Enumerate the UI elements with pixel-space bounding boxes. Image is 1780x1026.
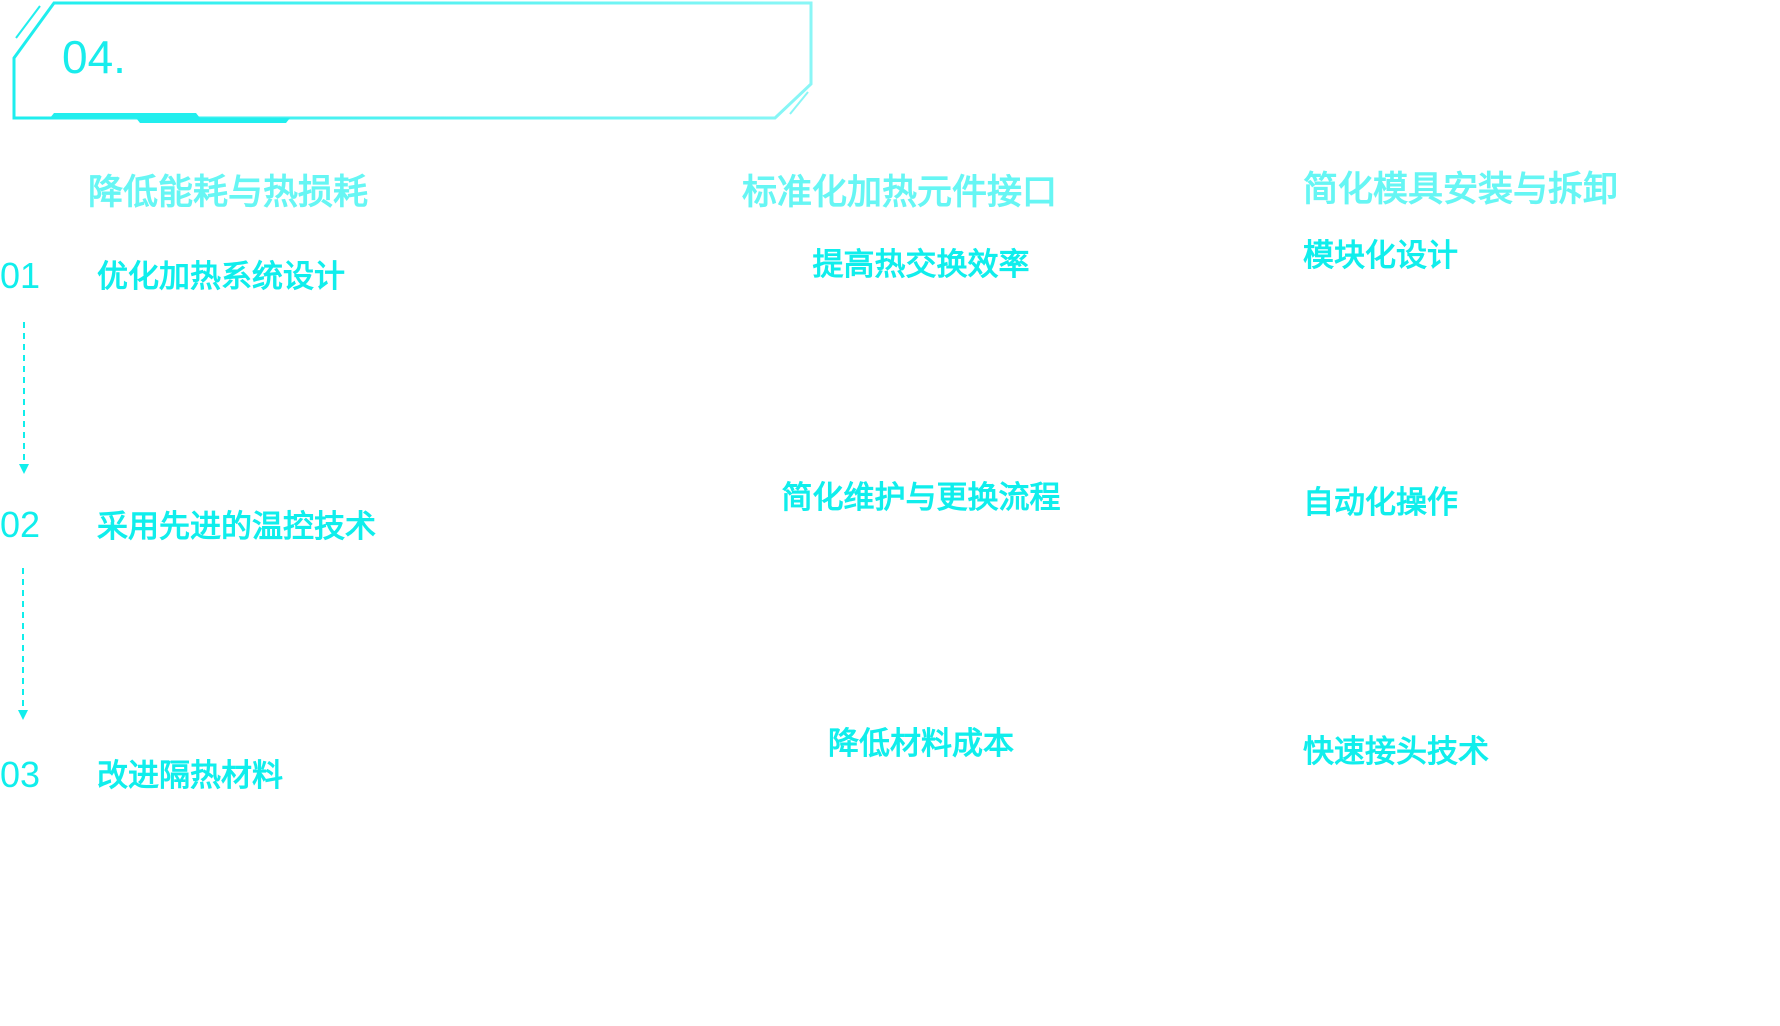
step-number: 03 (0, 754, 41, 795)
down-arrow-icon (19, 322, 29, 474)
list-item: 快速接头技术 (1303, 734, 1489, 770)
step-label: 优化加热系统设计 (97, 259, 345, 295)
list-item: 降低材料成本 (828, 726, 1014, 762)
step-label: 采用先进的温控技术 (97, 509, 376, 545)
column-heading-standardization: 标准化加热元件接口 (742, 173, 1058, 213)
list-item: 简化维护与更换流程 (781, 480, 1061, 516)
title-frame (12, 1, 813, 123)
step-number: 02 (0, 504, 41, 545)
list-item: 模块化设计 (1303, 238, 1458, 274)
section-number: 04. (62, 31, 126, 83)
step-label: 改进隔热材料 (97, 758, 283, 794)
column-heading-energy: 降低能耗与热损耗 (88, 173, 369, 213)
step-number: 01 (0, 255, 41, 296)
down-arrow-icon (18, 568, 28, 720)
list-item: 提高热交换效率 (812, 247, 1030, 283)
list-item: 自动化操作 (1303, 485, 1458, 521)
column-heading-mold: 简化模具安装与拆卸 (1303, 170, 1619, 210)
